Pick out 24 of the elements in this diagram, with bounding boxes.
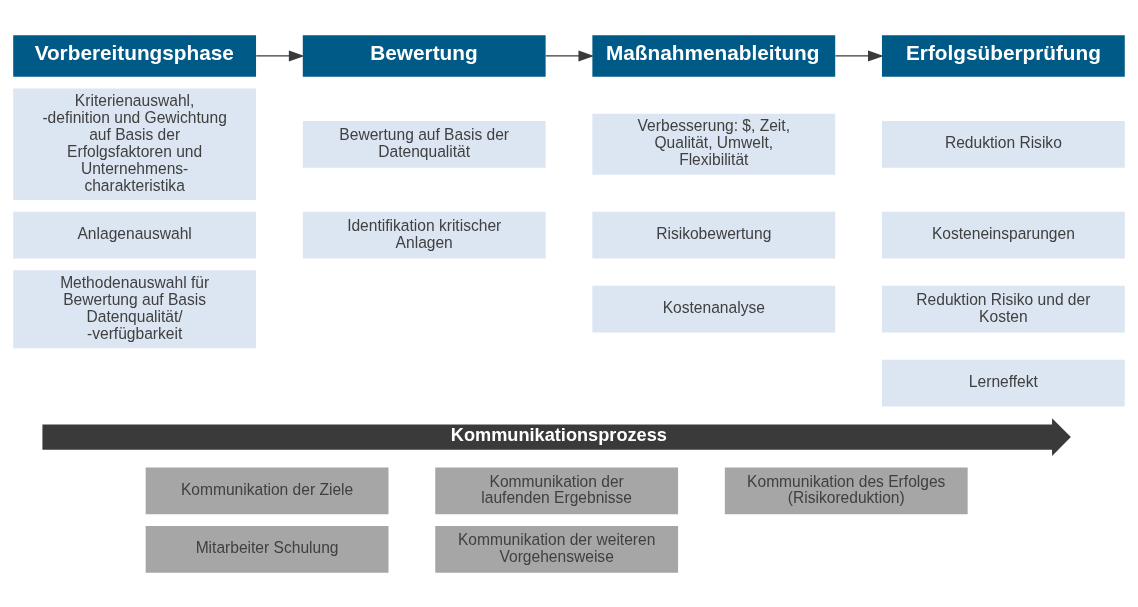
arrow xyxy=(834,50,884,61)
node-box: Vorbereitungsphase xyxy=(13,34,257,77)
node-box: Verbesserung: $, Zeit, Qualität, Umwelt, Flexibilität xyxy=(592,113,836,175)
node-box: Bewertung xyxy=(302,34,546,77)
node-box: Bewertung auf Basis der Datenqualität xyxy=(302,120,546,168)
node-box: Kommunikation der laufenden Ergebnisse xyxy=(435,467,679,514)
arrow xyxy=(545,50,595,61)
node-box: Reduktion Risiko xyxy=(881,120,1125,168)
node-box: Kommunikation der weiteren Vorgehensweise xyxy=(435,525,679,573)
node-box: Maßnahmenableitung xyxy=(592,34,836,77)
node-box: Methodenauswahl für Bewertung auf Basis Datenqualität/ -verfügbarkeit xyxy=(13,269,257,348)
arrow xyxy=(255,50,305,61)
node-box: Lerneffekt xyxy=(881,359,1125,407)
node-box: Reduktion Risiko und der Kosten xyxy=(881,285,1125,333)
node-box: Kostenanalyse xyxy=(592,285,836,333)
node-box: Kosteneinsparungen xyxy=(881,211,1125,259)
node-box: Risikobewertung xyxy=(592,211,836,259)
node-box: Erfolgsüberprüfung xyxy=(881,34,1125,77)
node-box: Mitarbeiter Schulung xyxy=(145,525,389,573)
node-box: Kriterienauswahl, -definition und Gewichtung auf Basis der Erfolgsfaktoren und Unternehmens- charakteristika xyxy=(13,87,257,200)
node-box: Kommunikation des Erfolges (Risikoreduktion) xyxy=(724,467,968,514)
node-box: Kommunikation der Ziele xyxy=(145,467,389,514)
node-box: Identifikation kritischer Anlagen xyxy=(302,211,546,259)
node-box: Anlagenauswahl xyxy=(13,211,257,259)
